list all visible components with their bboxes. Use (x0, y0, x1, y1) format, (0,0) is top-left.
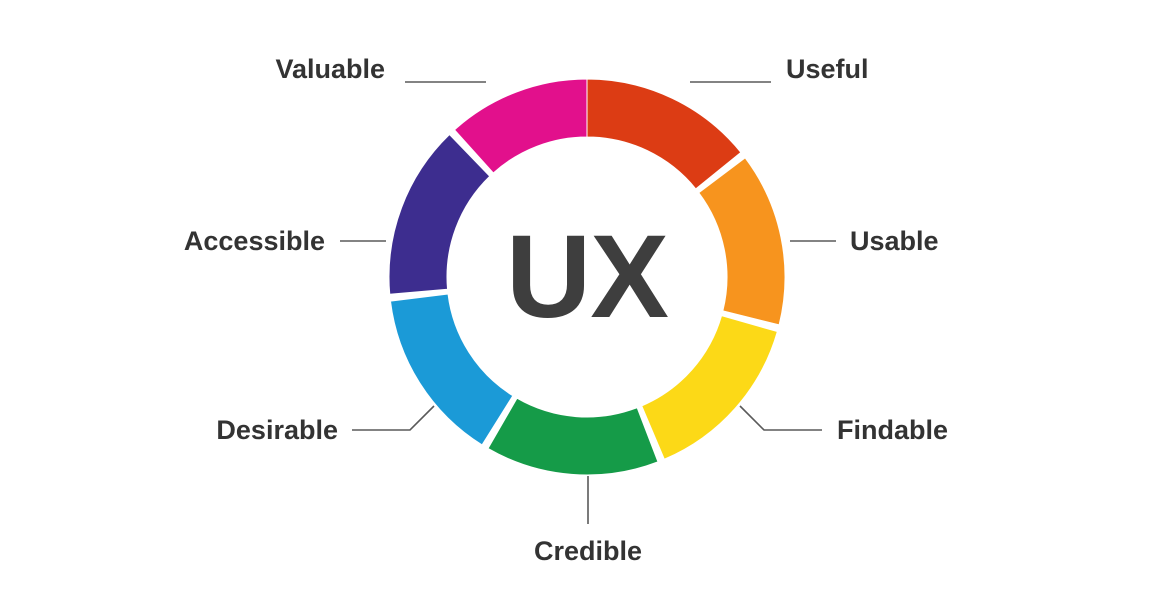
segment-label-accessible[interactable]: Accessible (184, 226, 325, 256)
ring-segment-credible[interactable] (487, 397, 659, 476)
segment-label-valuable[interactable]: Valuable (275, 54, 385, 84)
ring-segments-group (388, 78, 786, 476)
center-label-ux: UX (506, 211, 668, 343)
leader-line-findable (739, 405, 822, 431)
ring-segment-accessible[interactable] (388, 134, 491, 295)
ring-segment-desirable[interactable] (389, 293, 514, 446)
ring-segment-useful[interactable] (586, 78, 742, 190)
segment-label-findable[interactable]: Findable (837, 415, 948, 445)
segment-label-credible[interactable]: Credible (534, 536, 642, 566)
leader-lines-group (340, 81, 836, 524)
segment-label-usable[interactable]: Usable (850, 226, 939, 256)
ring-segment-findable[interactable] (641, 315, 778, 460)
segment-label-useful[interactable]: Useful (786, 54, 869, 84)
ring-segment-usable[interactable] (698, 157, 786, 326)
leader-line-desirable (352, 405, 435, 431)
ring-segment-valuable[interactable] (454, 78, 588, 174)
segment-label-desirable[interactable]: Desirable (216, 415, 338, 445)
